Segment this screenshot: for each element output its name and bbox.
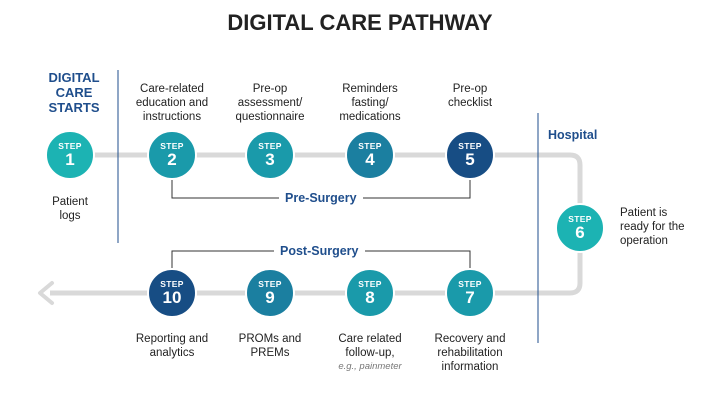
pre-surgery-label: Pre-Surgery	[279, 191, 363, 205]
step-7: STEP 7	[445, 268, 495, 318]
step-5-description: Pre-op checklist	[447, 83, 493, 109]
step-10-word: STEP	[160, 279, 184, 289]
step-7-description: Recovery and rehabilitation information	[434, 333, 506, 373]
step-1-word: STEP	[58, 141, 82, 151]
step-8: STEP 8	[345, 268, 395, 318]
step-3-description: Pre-op assessment/ questionnaire	[235, 83, 305, 123]
step-7-number: 7	[465, 288, 475, 307]
step-8-word: STEP	[358, 279, 382, 289]
step-7-word: STEP	[458, 279, 482, 289]
step-10: STEP 10	[147, 268, 197, 318]
step-6-word: STEP	[568, 214, 592, 224]
step-3-word: STEP	[258, 141, 282, 151]
step-8-description-example: e.g., painmeter	[338, 361, 402, 372]
step-2-number: 2	[167, 150, 177, 169]
step-8-number: 8	[365, 288, 375, 307]
start-label-text: DIGITAL CARE STARTS	[48, 70, 100, 115]
step-10-number: 10	[162, 288, 182, 307]
step-6-description: Patient is ready for the operation	[620, 207, 685, 247]
step-10-description: Reporting and analytics	[135, 333, 209, 359]
step-4-word: STEP	[358, 141, 382, 151]
digital-care-starts-label: DIGITAL CARE STARTS	[28, 70, 120, 115]
pathway-line	[50, 152, 583, 296]
hospital-label: Hospital	[548, 128, 598, 142]
step-9-number: 9	[265, 288, 275, 307]
post-surgery-label: Post-Surgery	[274, 244, 365, 258]
step-8-description-text: Care related follow-up,	[338, 333, 402, 359]
step-3: STEP 3	[245, 130, 295, 180]
step-1: STEP 1	[45, 130, 95, 180]
step-6: STEP 6	[555, 203, 605, 253]
step-9: STEP 9	[245, 268, 295, 318]
step-3-number: 3	[265, 150, 275, 169]
step-2: STEP 2	[147, 130, 197, 180]
step-4-number: 4	[365, 150, 375, 169]
step-4: STEP 4	[345, 130, 395, 180]
step-5-number: 5	[465, 150, 475, 169]
step-6-number: 6	[575, 223, 585, 242]
step-2-word: STEP	[160, 141, 184, 151]
step-8-description: Care related follow-up, e.g., painmeter	[320, 332, 420, 374]
step-1-number: 1	[65, 150, 75, 169]
step-9-description: PROMs and PREMs	[238, 333, 302, 359]
step-5: STEP 5	[445, 130, 495, 180]
page-title: DIGITAL CARE PATHWAY	[227, 10, 493, 35]
step-4-description: Reminders fasting/ medications	[339, 83, 401, 123]
arrow-left-icon	[38, 281, 54, 305]
step-2-description: Care-related education and instructions	[135, 83, 209, 123]
step-9-word: STEP	[258, 279, 282, 289]
step-1-description: Patient logs	[52, 196, 88, 222]
step-5-word: STEP	[458, 141, 482, 151]
